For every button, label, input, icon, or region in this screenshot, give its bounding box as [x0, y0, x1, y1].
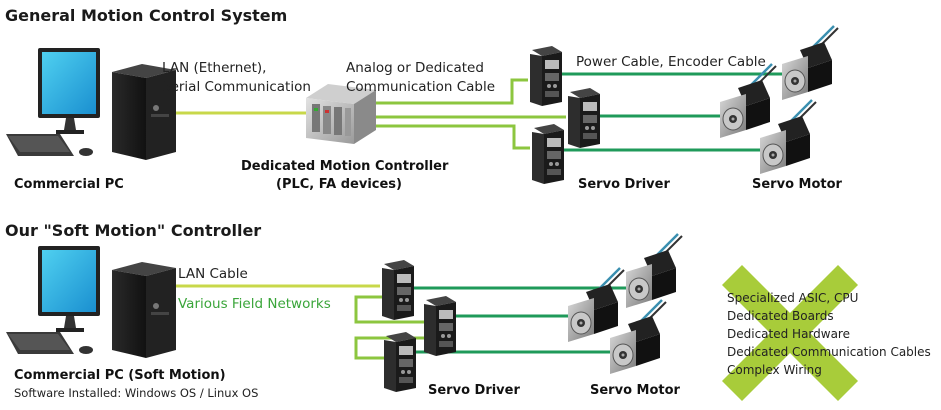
lan-cable-label: LAN Cable [178, 266, 248, 282]
top-servo-driver-1 [530, 46, 562, 106]
bottom-servo-motor-2 [566, 266, 626, 344]
top-pc-icon [6, 48, 176, 160]
top-comm-cable-1 [370, 78, 528, 105]
eliminated-item: Dedicated Communication Cables [727, 345, 931, 359]
bottom-driver-label: Servo Driver [428, 383, 520, 398]
top-pc-label: Commercial PC [14, 177, 124, 192]
eliminated-item: Complex Wiring [727, 363, 822, 377]
field-network-link-1 [354, 295, 424, 324]
top-section-title: General Motion Control System [5, 6, 288, 25]
power-encoder-cable-label: Power Cable, Encoder Cable [576, 54, 766, 70]
software-installed-label: Software Installed: Windows OS / Linux O… [14, 386, 259, 400]
field-networks-label: Various Field Networks [178, 296, 331, 312]
bottom-section-title: Our "Soft Motion" Controller [5, 221, 262, 240]
analog-dedicated-label: Analog or Dedicated [346, 60, 484, 76]
plc-controller-icon [306, 84, 376, 144]
controller-label: Dedicated Motion Controller [241, 159, 449, 174]
communication-cable-label: Communication Cable [346, 79, 496, 95]
top-servo-motor-1 [780, 24, 840, 102]
eliminated-item: Specialized ASIC, CPU [727, 291, 859, 305]
lan-ethernet-label: LAN (Ethernet), [162, 60, 267, 76]
top-servo-driver-3 [532, 124, 564, 184]
bottom-servo-driver-1 [382, 260, 414, 320]
top-comm-cable-3 [370, 124, 530, 150]
top-driver-label: Servo Driver [578, 177, 670, 192]
controller-sublabel: (PLC, FA devices) [276, 177, 402, 192]
bottom-motor-label: Servo Motor [590, 383, 680, 398]
bottom-servo-driver-2 [424, 296, 456, 356]
eliminated-items-list: Specialized ASIC, CPU Dedicated Boards D… [727, 289, 931, 379]
bottom-servo-motor-3 [608, 298, 668, 376]
top-servo-driver-2 [568, 88, 600, 148]
bottom-pc-label: Commercial PC (Soft Motion) [14, 368, 226, 383]
top-motor-label: Servo Motor [752, 177, 842, 192]
bottom-pc-icon [6, 246, 176, 358]
eliminated-item: Dedicated Boards [727, 309, 834, 323]
serial-communication-label: Serial Communication [162, 79, 311, 95]
bottom-servo-driver-3 [384, 332, 416, 392]
cross-out-icon [722, 265, 858, 401]
bottom-servo-motor-1 [624, 232, 684, 310]
eliminated-item: Dedicated Hardware [727, 327, 850, 341]
